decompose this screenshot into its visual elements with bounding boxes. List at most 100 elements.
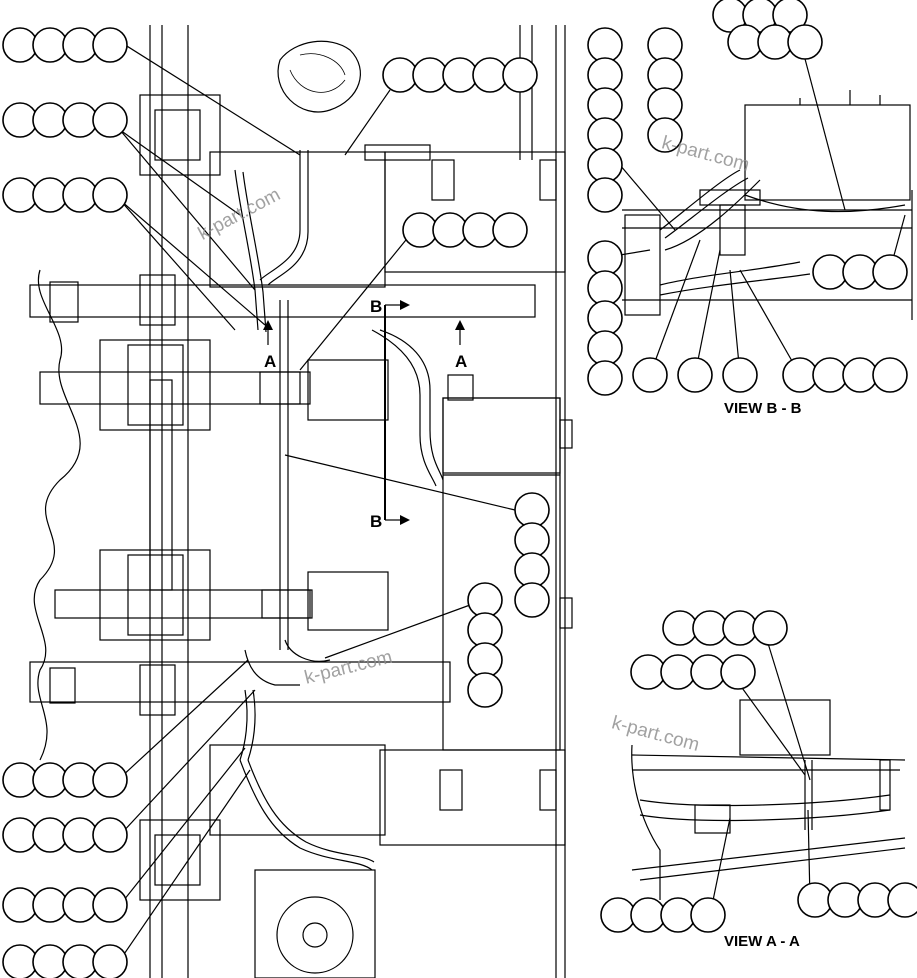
callout-bubble xyxy=(92,102,128,138)
callout-bubble xyxy=(727,24,763,60)
callout-bubble xyxy=(812,357,848,393)
callout-bubble xyxy=(92,944,128,978)
callout-bubble xyxy=(797,882,833,918)
callout-bubble xyxy=(587,240,623,276)
callout-bubble xyxy=(587,87,623,123)
callout-bubble xyxy=(92,817,128,853)
callout-bubble xyxy=(772,0,808,33)
section-marker-a-right: A xyxy=(455,352,468,371)
view-a-a-title: VIEW A - A xyxy=(724,933,800,950)
callout-bubble xyxy=(660,897,696,933)
callout-bubble xyxy=(32,762,68,798)
callout-bubble xyxy=(502,57,538,93)
callout-bubble xyxy=(600,897,636,933)
callout-bubble xyxy=(722,357,758,393)
callout-bubble xyxy=(432,212,468,248)
callout-bubble xyxy=(92,762,128,798)
callout-bubble xyxy=(514,582,550,618)
callout-bubble xyxy=(587,360,623,396)
callout-bubble xyxy=(720,654,756,690)
callout-bubble xyxy=(2,762,38,798)
callout-bubble xyxy=(62,944,98,978)
callout-bubble xyxy=(62,102,98,138)
callout-bubble xyxy=(662,610,698,646)
callout-bubble xyxy=(514,552,550,588)
callout-bubble xyxy=(587,147,623,183)
callout-bubble xyxy=(2,102,38,138)
callout-bubble xyxy=(757,24,793,60)
view-b-b xyxy=(622,90,913,320)
callout-bubble xyxy=(32,817,68,853)
callout-bubble xyxy=(462,212,498,248)
callout-bubble xyxy=(647,117,683,153)
callout-bubble xyxy=(632,357,668,393)
callout-bubble xyxy=(647,57,683,93)
callout-bubble xyxy=(722,610,758,646)
leader-lines xyxy=(119,39,906,961)
callout-bubble xyxy=(752,610,788,646)
callout-bubble xyxy=(514,522,550,558)
callout-bubble xyxy=(442,57,478,93)
callout-bubble xyxy=(827,882,863,918)
callout-bubble xyxy=(62,817,98,853)
callout-bubble xyxy=(630,654,666,690)
callout-bubble xyxy=(514,492,550,528)
callout-bubble xyxy=(660,654,696,690)
callout-bubble xyxy=(677,357,713,393)
callout-bubble xyxy=(690,897,726,933)
callout-bubble xyxy=(32,102,68,138)
callout-bubble xyxy=(647,87,683,123)
callout-bubble xyxy=(402,212,438,248)
callout-bubble xyxy=(2,817,38,853)
callout-bubble xyxy=(32,887,68,923)
callout-bubble xyxy=(2,27,38,63)
callout-bubble xyxy=(887,882,917,918)
callout-bubble xyxy=(587,117,623,153)
callout-bubble xyxy=(32,27,68,63)
callout-bubble xyxy=(467,672,503,708)
callout-bubble xyxy=(630,897,666,933)
callout-bubble xyxy=(382,57,418,93)
callout-bubble xyxy=(587,330,623,366)
callout-bubble xyxy=(2,887,38,923)
callout-bubble xyxy=(842,254,878,290)
callout-bubble xyxy=(472,57,508,93)
callout-bubble xyxy=(787,24,823,60)
callout-bubble xyxy=(62,762,98,798)
callout-bubble xyxy=(587,270,623,306)
callout-bubble xyxy=(32,944,68,978)
callout-bubble xyxy=(62,27,98,63)
callout-bubble xyxy=(2,177,38,213)
callout-bubble xyxy=(467,582,503,618)
callout-bubble xyxy=(647,27,683,63)
section-marker-a-left: A xyxy=(264,352,277,371)
callout-bubble xyxy=(857,882,893,918)
callout-bubble xyxy=(782,357,818,393)
callout-bubble xyxy=(412,57,448,93)
callout-bubble xyxy=(92,27,128,63)
callout-bubble xyxy=(62,887,98,923)
main-plan-view xyxy=(29,25,573,978)
callout-bubble xyxy=(587,177,623,213)
callout-bubble xyxy=(2,944,38,978)
callout-bubble xyxy=(62,177,98,213)
callout-bubble xyxy=(492,212,528,248)
callout-bubble xyxy=(587,27,623,63)
callout-bubble xyxy=(812,254,848,290)
section-marker-b-bottom: B xyxy=(370,512,383,531)
callout-bubble xyxy=(92,177,128,213)
section-marker-b-top: B xyxy=(370,297,383,316)
callout-bubble xyxy=(690,654,726,690)
callout-bubble xyxy=(32,177,68,213)
callout-bubble xyxy=(92,887,128,923)
callout-bubble xyxy=(842,357,878,393)
callout-bubble xyxy=(587,300,623,336)
view-b-b-title: VIEW B - B xyxy=(724,400,802,417)
callout-bubble xyxy=(467,642,503,678)
callout-bubble xyxy=(692,610,728,646)
callout-bubble xyxy=(872,254,908,290)
callout-bubble xyxy=(587,57,623,93)
